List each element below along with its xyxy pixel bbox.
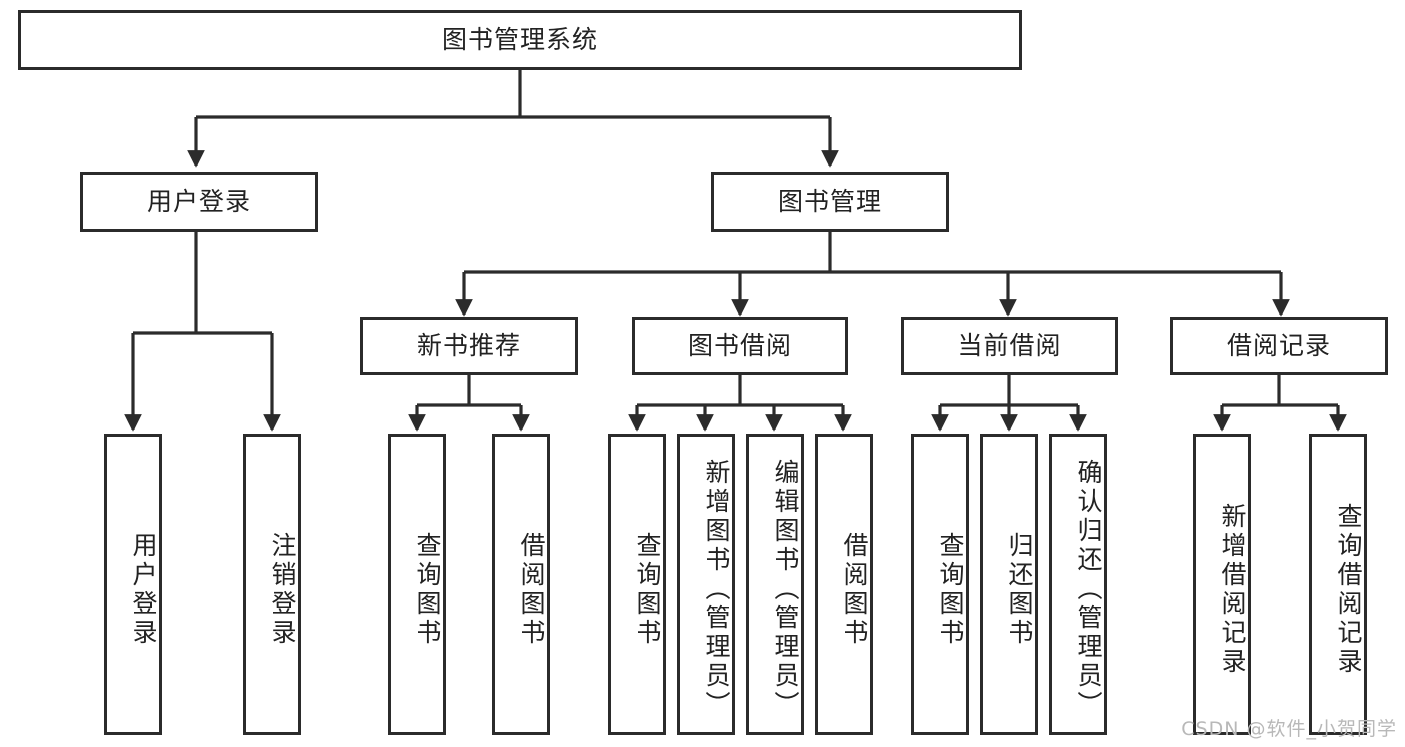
node-leaf-query-record-label: 查询借阅记录 (1334, 502, 1363, 677)
node-leaf-query-book-1-label: 查询图书 (413, 531, 442, 648)
node-leaf-edit-book-label: 编辑图书（管理员） (771, 459, 800, 720)
node-leaf-edit-book[interactable]: 编辑图书（管理员） (746, 434, 804, 735)
node-leaf-confirm-return[interactable]: 确认归还（管理员） (1049, 434, 1107, 735)
node-leaf-query-book-2-label: 查询图书 (633, 531, 662, 648)
node-leaf-return-book[interactable]: 归还图书 (980, 434, 1038, 735)
node-root-label: 图书管理系统 (441, 25, 598, 54)
node-leaf-add-record-label: 新增借阅记录 (1218, 502, 1247, 677)
node-borrow-record-label: 借阅记录 (1226, 331, 1331, 360)
node-leaf-return-book-label: 归还图书 (1005, 531, 1034, 648)
node-book-borrow-label: 图书借阅 (687, 331, 792, 360)
node-user-login[interactable]: 用户登录 (80, 172, 318, 232)
node-leaf-add-book-label: 新增图书（管理员） (702, 459, 731, 720)
node-new-book-recommend-label: 新书推荐 (416, 331, 521, 360)
node-leaf-user-login-label: 用户登录 (129, 531, 158, 648)
node-leaf-confirm-return-label: 确认归还（管理员） (1074, 459, 1103, 720)
node-leaf-add-record[interactable]: 新增借阅记录 (1193, 434, 1251, 735)
node-current-borrow[interactable]: 当前借阅 (901, 317, 1118, 375)
node-book-manage[interactable]: 图书管理 (711, 172, 949, 232)
node-leaf-borrow-book-1-label: 借阅图书 (517, 531, 546, 648)
node-leaf-logout-login[interactable]: 注销登录 (243, 434, 301, 735)
node-user-login-label: 用户登录 (146, 187, 251, 216)
node-borrow-record[interactable]: 借阅记录 (1170, 317, 1388, 375)
node-leaf-query-book-3-label: 查询图书 (936, 531, 965, 648)
node-leaf-borrow-book-2[interactable]: 借阅图书 (815, 434, 873, 735)
node-current-borrow-label: 当前借阅 (957, 331, 1062, 360)
node-leaf-query-record[interactable]: 查询借阅记录 (1309, 434, 1367, 735)
node-book-borrow[interactable]: 图书借阅 (632, 317, 848, 375)
node-book-manage-label: 图书管理 (777, 187, 882, 216)
node-leaf-user-login[interactable]: 用户登录 (104, 434, 162, 735)
node-leaf-borrow-book-2-label: 借阅图书 (840, 531, 869, 648)
node-root[interactable]: 图书管理系统 (18, 10, 1022, 70)
node-leaf-query-book-3[interactable]: 查询图书 (911, 434, 969, 735)
node-leaf-add-book[interactable]: 新增图书（管理员） (677, 434, 735, 735)
node-new-book-recommend[interactable]: 新书推荐 (360, 317, 578, 375)
node-leaf-borrow-book-1[interactable]: 借阅图书 (492, 434, 550, 735)
node-leaf-logout-login-label: 注销登录 (268, 531, 297, 648)
node-leaf-query-book-1[interactable]: 查询图书 (388, 434, 446, 735)
node-leaf-query-book-2[interactable]: 查询图书 (608, 434, 666, 735)
